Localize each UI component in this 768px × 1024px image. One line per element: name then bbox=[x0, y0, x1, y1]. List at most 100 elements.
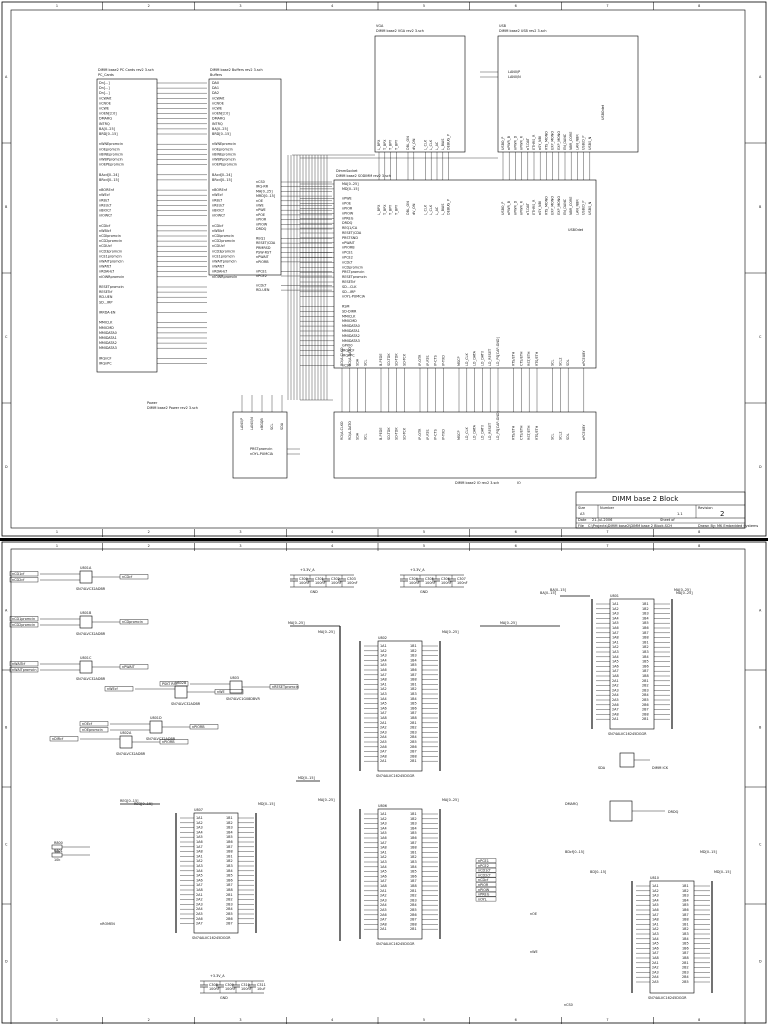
dimm-pins: MA[0..25]MD[0..15]nPWEnPOEnPIORnPIOWnPRE… bbox=[300, 182, 586, 440]
frame-col-label: 5 bbox=[423, 4, 425, 8]
dimm-pin: MMIDATA0 bbox=[342, 324, 360, 328]
ic-pin: 1B3 bbox=[410, 822, 417, 826]
ic-pin: 1B4 bbox=[226, 869, 233, 873]
ic-pin: 1B1 bbox=[226, 816, 233, 820]
ic-pin: 1B7 bbox=[410, 711, 417, 715]
bus-label: BA[0..15] bbox=[540, 591, 557, 595]
dimm-pin-bottom: SCL2 bbox=[558, 357, 562, 366]
net-dimmick: DIMM ICK bbox=[652, 766, 669, 770]
ic-pin: 2A2 bbox=[652, 966, 659, 970]
vga-pin: L_BPX bbox=[377, 139, 381, 150]
ic-pin: 2B7 bbox=[410, 918, 417, 922]
ic-pin: 1B4 bbox=[410, 658, 417, 662]
cap-val: 10uF bbox=[257, 987, 265, 991]
net-label: nWEcf bbox=[107, 687, 119, 691]
dimm-pin: MMICMD bbox=[342, 319, 357, 323]
dimm-pin: nPREG bbox=[342, 216, 354, 220]
pc-cards-name: PC_Cards bbox=[98, 73, 114, 77]
ic-pin: 2B3 bbox=[642, 688, 649, 692]
frame-row-label: C bbox=[759, 335, 762, 339]
ic-pin: 1B7 bbox=[642, 631, 649, 635]
usb-pin-bottom: nPWR_B bbox=[507, 135, 511, 150]
ic-pin: 1A4 bbox=[652, 937, 659, 941]
dimm-pin: REQ1/CA bbox=[342, 226, 358, 230]
pc-card-pin: nOEPEpromcin bbox=[99, 163, 124, 167]
frame-row-label: A bbox=[759, 75, 762, 79]
dimm-pin-bottom: RD/A-CLKO bbox=[340, 347, 344, 366]
cap-val: 100nF bbox=[441, 581, 452, 585]
ic-pin: 2A4 bbox=[196, 907, 203, 911]
pc-card-pin: Dn[...] bbox=[99, 86, 110, 90]
frame-col-label: 2 bbox=[148, 1018, 150, 1022]
ic-pin: 1B4 bbox=[682, 937, 689, 941]
io-pin-top: B-PEDE bbox=[379, 428, 383, 441]
ic-pin: 1A4 bbox=[652, 898, 659, 902]
buffer-pin: DA0 bbox=[212, 81, 219, 85]
gate-type: SN74LVC32ADBR bbox=[76, 677, 106, 681]
cap-val: 100nF bbox=[241, 987, 252, 991]
ic-pin: 2A8 bbox=[612, 712, 619, 716]
buffer-pin: DA1 bbox=[212, 86, 219, 90]
ic-pin: 1A3 bbox=[196, 826, 203, 830]
net-ncs: nCS0 bbox=[564, 1003, 573, 1007]
cap-ref: C300 bbox=[299, 577, 308, 581]
net-flag bbox=[475, 887, 497, 892]
dimm-path: DIMM base2 SODIMM rev2 3.sch bbox=[336, 174, 391, 178]
file-label: File bbox=[578, 524, 584, 528]
ic-pin: 1A5 bbox=[612, 660, 619, 664]
net-flag-label: nCD1cf bbox=[478, 869, 491, 873]
cap-val: 100nF bbox=[425, 581, 436, 585]
ic-pin: 1B2 bbox=[642, 607, 649, 611]
buffer-pin-right: nPWE bbox=[256, 208, 266, 212]
net-dmarq: DMARQ bbox=[565, 802, 578, 806]
cap-ref: C309 bbox=[225, 983, 234, 987]
ic-pin: 1A7 bbox=[380, 841, 387, 845]
power-pin-left: nOYL-PUMCIA bbox=[250, 452, 274, 456]
pc-card-pin: nCWE bbox=[99, 107, 109, 111]
vga-pin-echo: L_CLK bbox=[429, 204, 433, 215]
ic-pin: 1A6 bbox=[612, 626, 619, 630]
dimm-pin: PRSTpromcin bbox=[342, 270, 364, 274]
buffers-path: DIMM base2 Buffers rev2 3.sch bbox=[210, 68, 263, 72]
vga-name: VGA bbox=[376, 24, 384, 28]
ic-pin: 2B6 bbox=[410, 913, 417, 917]
buffer-pin: nCD3promcin bbox=[212, 249, 235, 253]
frame-row-label: C bbox=[759, 843, 762, 847]
ic-pin: 1A6 bbox=[380, 874, 387, 878]
resistor-ref: R800 bbox=[54, 841, 63, 845]
pc-card-pin: Dn[...] bbox=[99, 81, 110, 85]
ic-pin: 1A3 bbox=[380, 822, 387, 826]
pc-card-pin: nRDAHcf bbox=[99, 270, 115, 274]
ic-pin: 1A4 bbox=[196, 869, 203, 873]
frame-col-label: 3 bbox=[239, 4, 241, 8]
usb-pin-echo: USBO_P bbox=[501, 202, 505, 215]
size-value: A3 bbox=[580, 512, 585, 516]
pc-card-pin: MMIDATA1 bbox=[99, 336, 117, 340]
vga-path: DIMM base2 VGA rev2 3.sch bbox=[376, 29, 424, 33]
dimm-pin-bottom: RST/ETH bbox=[527, 351, 531, 366]
ic-pin: 2A4 bbox=[612, 693, 619, 697]
frame-col-label: 8 bbox=[698, 544, 700, 548]
pc-card-pin: INTRQ bbox=[99, 122, 110, 126]
buffer-pin: nCNOE bbox=[212, 101, 224, 105]
ic-pin: 2B2 bbox=[682, 966, 689, 970]
usb-pin-bottom: LAN_NBR bbox=[575, 134, 579, 150]
ic-pin: 2B5 bbox=[642, 698, 649, 702]
buffer-pin: nWNEpromcin bbox=[212, 142, 236, 146]
bus-label: MA[0..25] bbox=[676, 591, 693, 595]
io-pin-top: IP-TXD bbox=[441, 429, 445, 440]
pc-card-pin: nREUcf bbox=[99, 203, 112, 207]
ic-pin: 1A6 bbox=[652, 908, 659, 912]
pc-card-pin: nBINEpromcin bbox=[99, 152, 123, 156]
usb-pin-echo: nSY_NBI bbox=[538, 201, 542, 215]
number-label: Number bbox=[600, 506, 615, 510]
ic-pin: 2B2 bbox=[410, 894, 417, 898]
ic-pin: 1A3 bbox=[652, 932, 659, 936]
ic-pin: 2A7 bbox=[380, 750, 387, 754]
pc-card-pin: nRBcf bbox=[99, 198, 110, 202]
ic-pin: 2B7 bbox=[642, 708, 649, 712]
vga-pin-echo: L_AC bbox=[435, 206, 439, 215]
io-pin-top: SCL bbox=[551, 433, 555, 440]
